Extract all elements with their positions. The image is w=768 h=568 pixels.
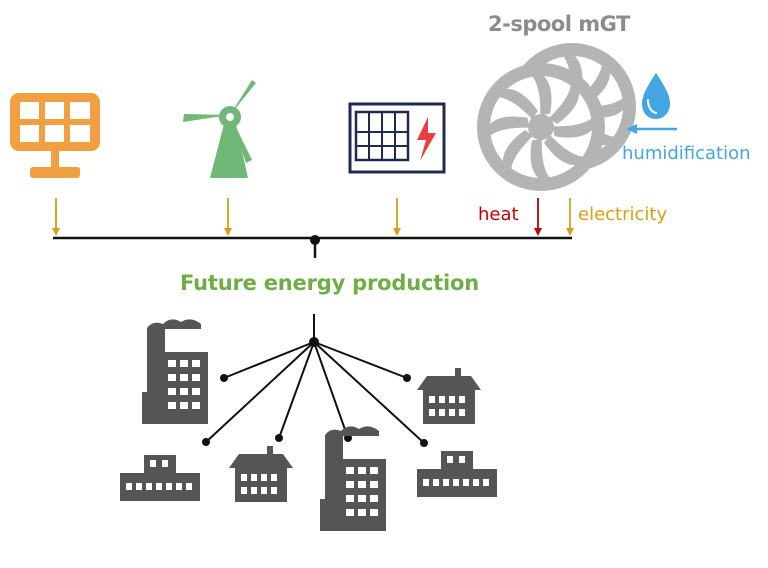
apartment-building-icon (417, 451, 497, 497)
energy-bus (53, 235, 572, 258)
distribution-network (205, 314, 425, 444)
micro-gas-turbine-icon (477, 43, 636, 191)
heat-label: heat (478, 204, 519, 225)
apartment-building-icon (120, 455, 200, 501)
wind-turbine-icon (183, 80, 256, 178)
factory-icon (142, 319, 208, 424)
electricity-label: electricity (578, 204, 668, 225)
factory-icon (320, 426, 386, 531)
humidification-label: humidification (622, 143, 751, 164)
solar-panel-icon (10, 93, 100, 178)
house-icon (229, 446, 293, 502)
mgt-title: 2-spool mGT (488, 12, 630, 36)
future-energy-label: Future energy production (180, 271, 480, 295)
humidification-arrow (626, 124, 677, 134)
source-arrows (52, 198, 574, 236)
house-icon (417, 368, 481, 424)
water-drop-icon (642, 73, 670, 119)
battery-storage-icon (348, 102, 446, 174)
network-nodes (202, 337, 428, 447)
